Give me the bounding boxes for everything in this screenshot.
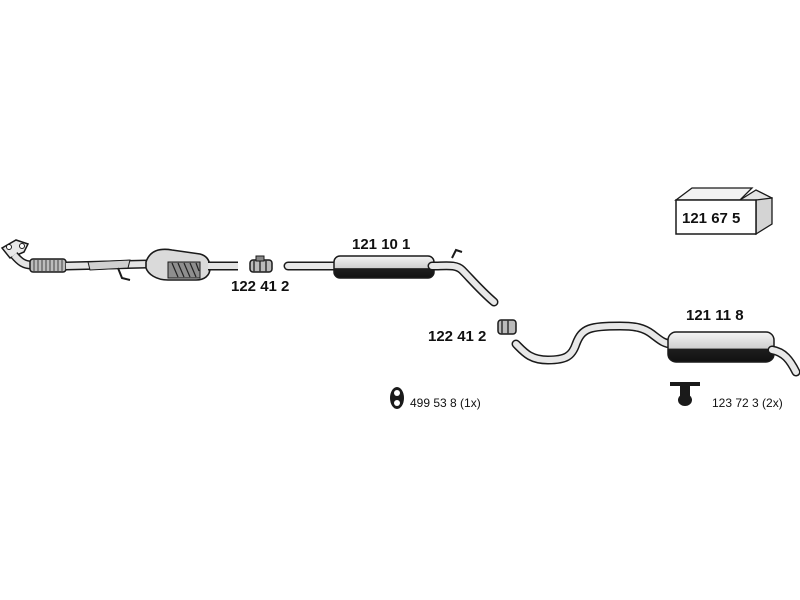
rubber-hanger-label: 499 53 8 (1x) xyxy=(410,396,481,410)
rear-silencer-label: 121 11 8 xyxy=(686,307,744,324)
clamp-rear-label: 122 41 2 xyxy=(428,328,487,345)
middle-silencer-label: 121 10 1 xyxy=(352,236,411,253)
middle-silencer[interactable] xyxy=(283,248,499,307)
clamp-rear-icon[interactable] xyxy=(497,319,517,335)
front-pipe-catalyst[interactable] xyxy=(0,239,238,281)
kit-box-label: 121 67 5 xyxy=(682,210,741,227)
rear-silencer[interactable] xyxy=(511,321,800,377)
kit-box-icon xyxy=(674,187,774,236)
rubber-hanger-icon xyxy=(390,387,404,409)
hanger-bracket-icon xyxy=(670,382,700,406)
hanger-bracket-label: 123 72 3 (2x) xyxy=(712,396,783,410)
clamp-front-label: 122 41 2 xyxy=(231,278,290,295)
clamp-front-icon[interactable] xyxy=(249,255,273,273)
